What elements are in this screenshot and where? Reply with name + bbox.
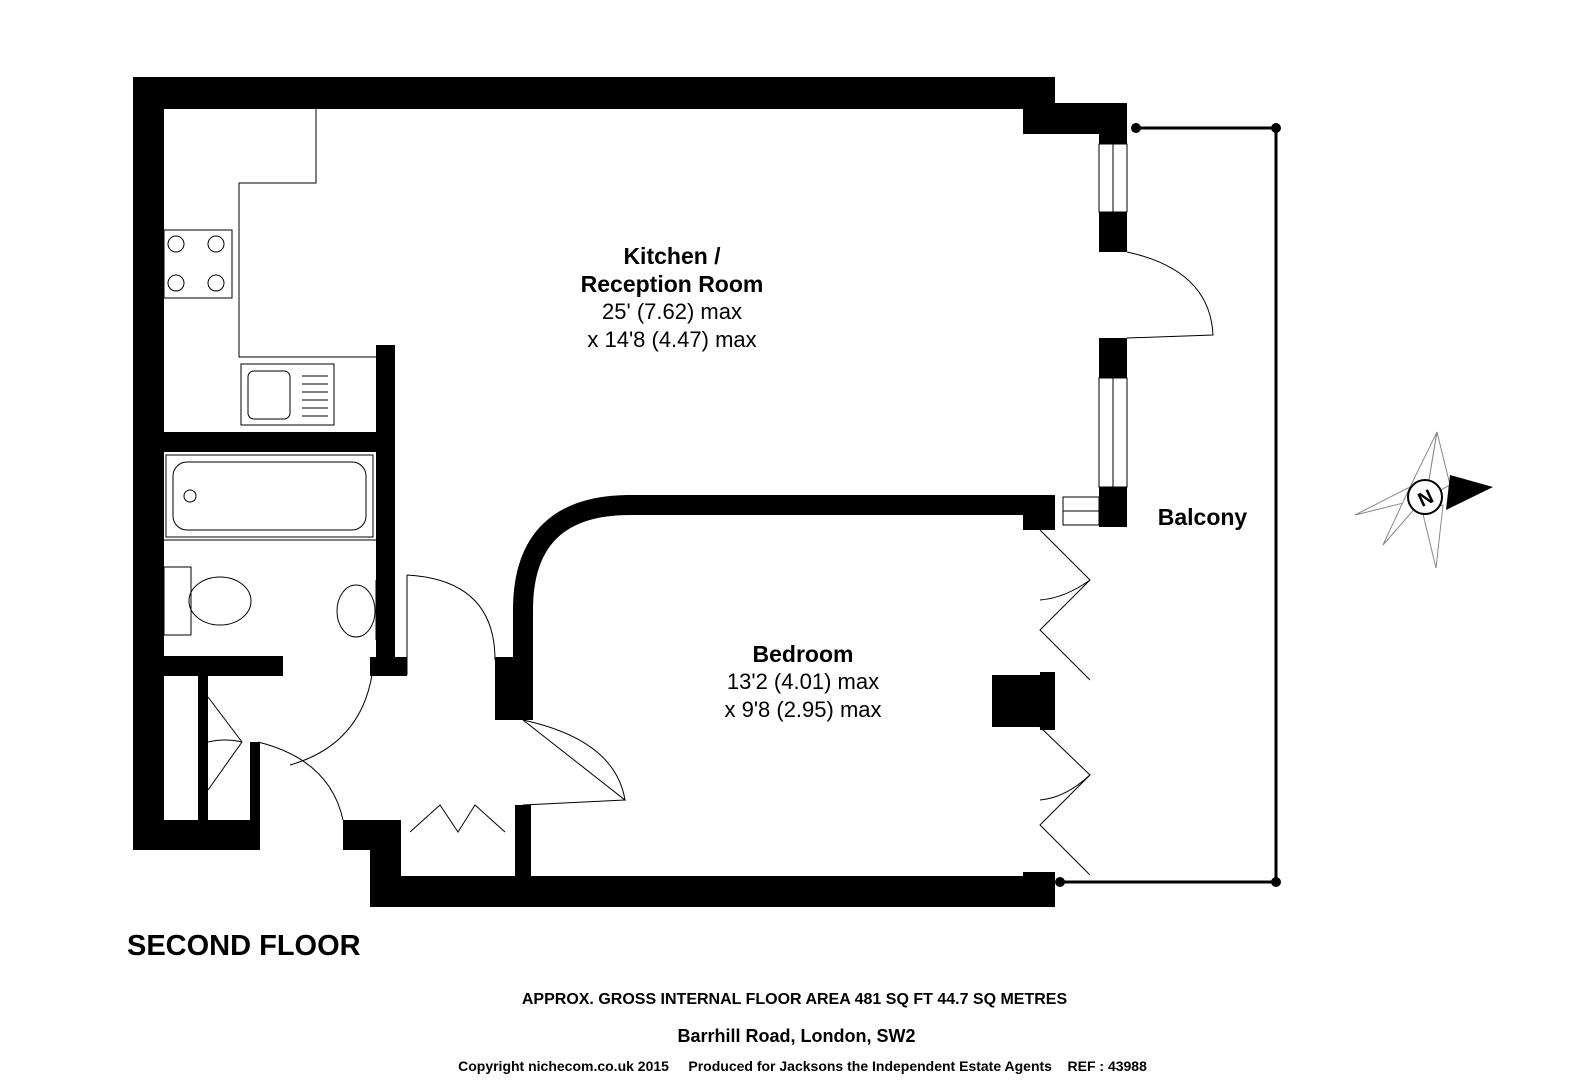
kitchen-dim-2: x 14'8 (4.47) max <box>587 327 757 352</box>
bedroom-dim-2: x 9'8 (2.95) max <box>724 697 882 722</box>
floor-title: SECOND FLOOR <box>127 930 361 962</box>
balcony-railing <box>1060 126 1278 884</box>
bedroom-door-swing <box>522 719 626 802</box>
kitchen-label: Kitchen / Reception Room 25' (7.62) max … <box>522 242 822 354</box>
wall-left <box>133 77 164 850</box>
wall-bottom <box>370 876 1055 907</box>
hall-closet-doors <box>409 804 506 833</box>
wall-bedroom-right-top <box>1023 495 1055 530</box>
wall-closet-inner <box>198 676 208 820</box>
balcony-door-swing <box>1126 251 1214 339</box>
wash-basin <box>336 584 376 638</box>
bedroom-name: Bedroom <box>752 641 854 667</box>
footer-area: APPROX. GROSS INTERNAL FLOOR AREA 481 SQ… <box>521 991 1068 1008</box>
wall-bath-right-foot <box>370 657 407 676</box>
wall-bath-bottom <box>133 656 283 676</box>
wall-closet-right <box>250 742 260 850</box>
wall-east-window-pier-3 <box>1099 338 1127 378</box>
wall-bedroom-curve <box>513 495 640 720</box>
kitchen-name-2: Reception Room <box>580 271 764 297</box>
bathroom-door-swing <box>406 574 496 675</box>
wall-entry-left <box>343 820 401 850</box>
sink-unit <box>240 363 335 426</box>
bathtub-inner <box>172 461 367 531</box>
bedroom-label: Bedroom 13'2 (4.01) max x 9'8 (2.95) max <box>653 640 953 724</box>
wall-bedroom-right-bottom <box>1023 872 1055 907</box>
toilet-bowl <box>188 576 252 626</box>
hob-ring-1 <box>167 235 185 253</box>
bedroom-window-upper <box>1039 529 1091 681</box>
wall-bedroom-top <box>625 495 1055 515</box>
footer-address: Barrhill Road, London, SW2 <box>677 1026 916 1046</box>
footer-credits: Copyright nichecom.co.uk 2015 Produced f… <box>458 1058 1147 1074</box>
sink-basin <box>247 370 291 420</box>
wall-closet-bottom <box>133 820 258 850</box>
wall-bedroom-left-lower <box>515 805 531 880</box>
hob-ring-3 <box>167 274 185 292</box>
bedroom-door-line <box>522 799 626 806</box>
wall-east-window-pier-4 <box>1099 487 1127 527</box>
wall-bath-top <box>133 432 378 452</box>
kitchen-name-1: Kitchen / <box>623 243 721 269</box>
bedroom-chimney-cap <box>1040 672 1055 730</box>
hob <box>163 229 233 299</box>
bedroom-dim-1: 13'2 (4.01) max <box>726 669 880 694</box>
wall-top <box>133 77 1055 109</box>
hob-ring-4 <box>207 274 225 292</box>
wall-corridor-right <box>495 657 515 720</box>
balcony-label: Balcony <box>1157 504 1248 530</box>
compass-icon: N <box>1354 431 1493 569</box>
kitchen-counter <box>238 109 376 358</box>
toilet-cistern <box>163 566 192 636</box>
wall-east-window-pier-2 <box>1099 212 1127 252</box>
wall-east-window-pier-1 <box>1099 108 1127 144</box>
bathtub <box>165 454 374 538</box>
closet-door-left <box>207 696 243 791</box>
entry-door-swing <box>257 674 373 821</box>
bedroom-window-lower <box>1039 726 1091 876</box>
kitchen-dim-1: 25' (7.62) max <box>602 299 742 324</box>
hob-ring-2 <box>207 235 225 253</box>
wall-bath-right <box>376 345 395 675</box>
